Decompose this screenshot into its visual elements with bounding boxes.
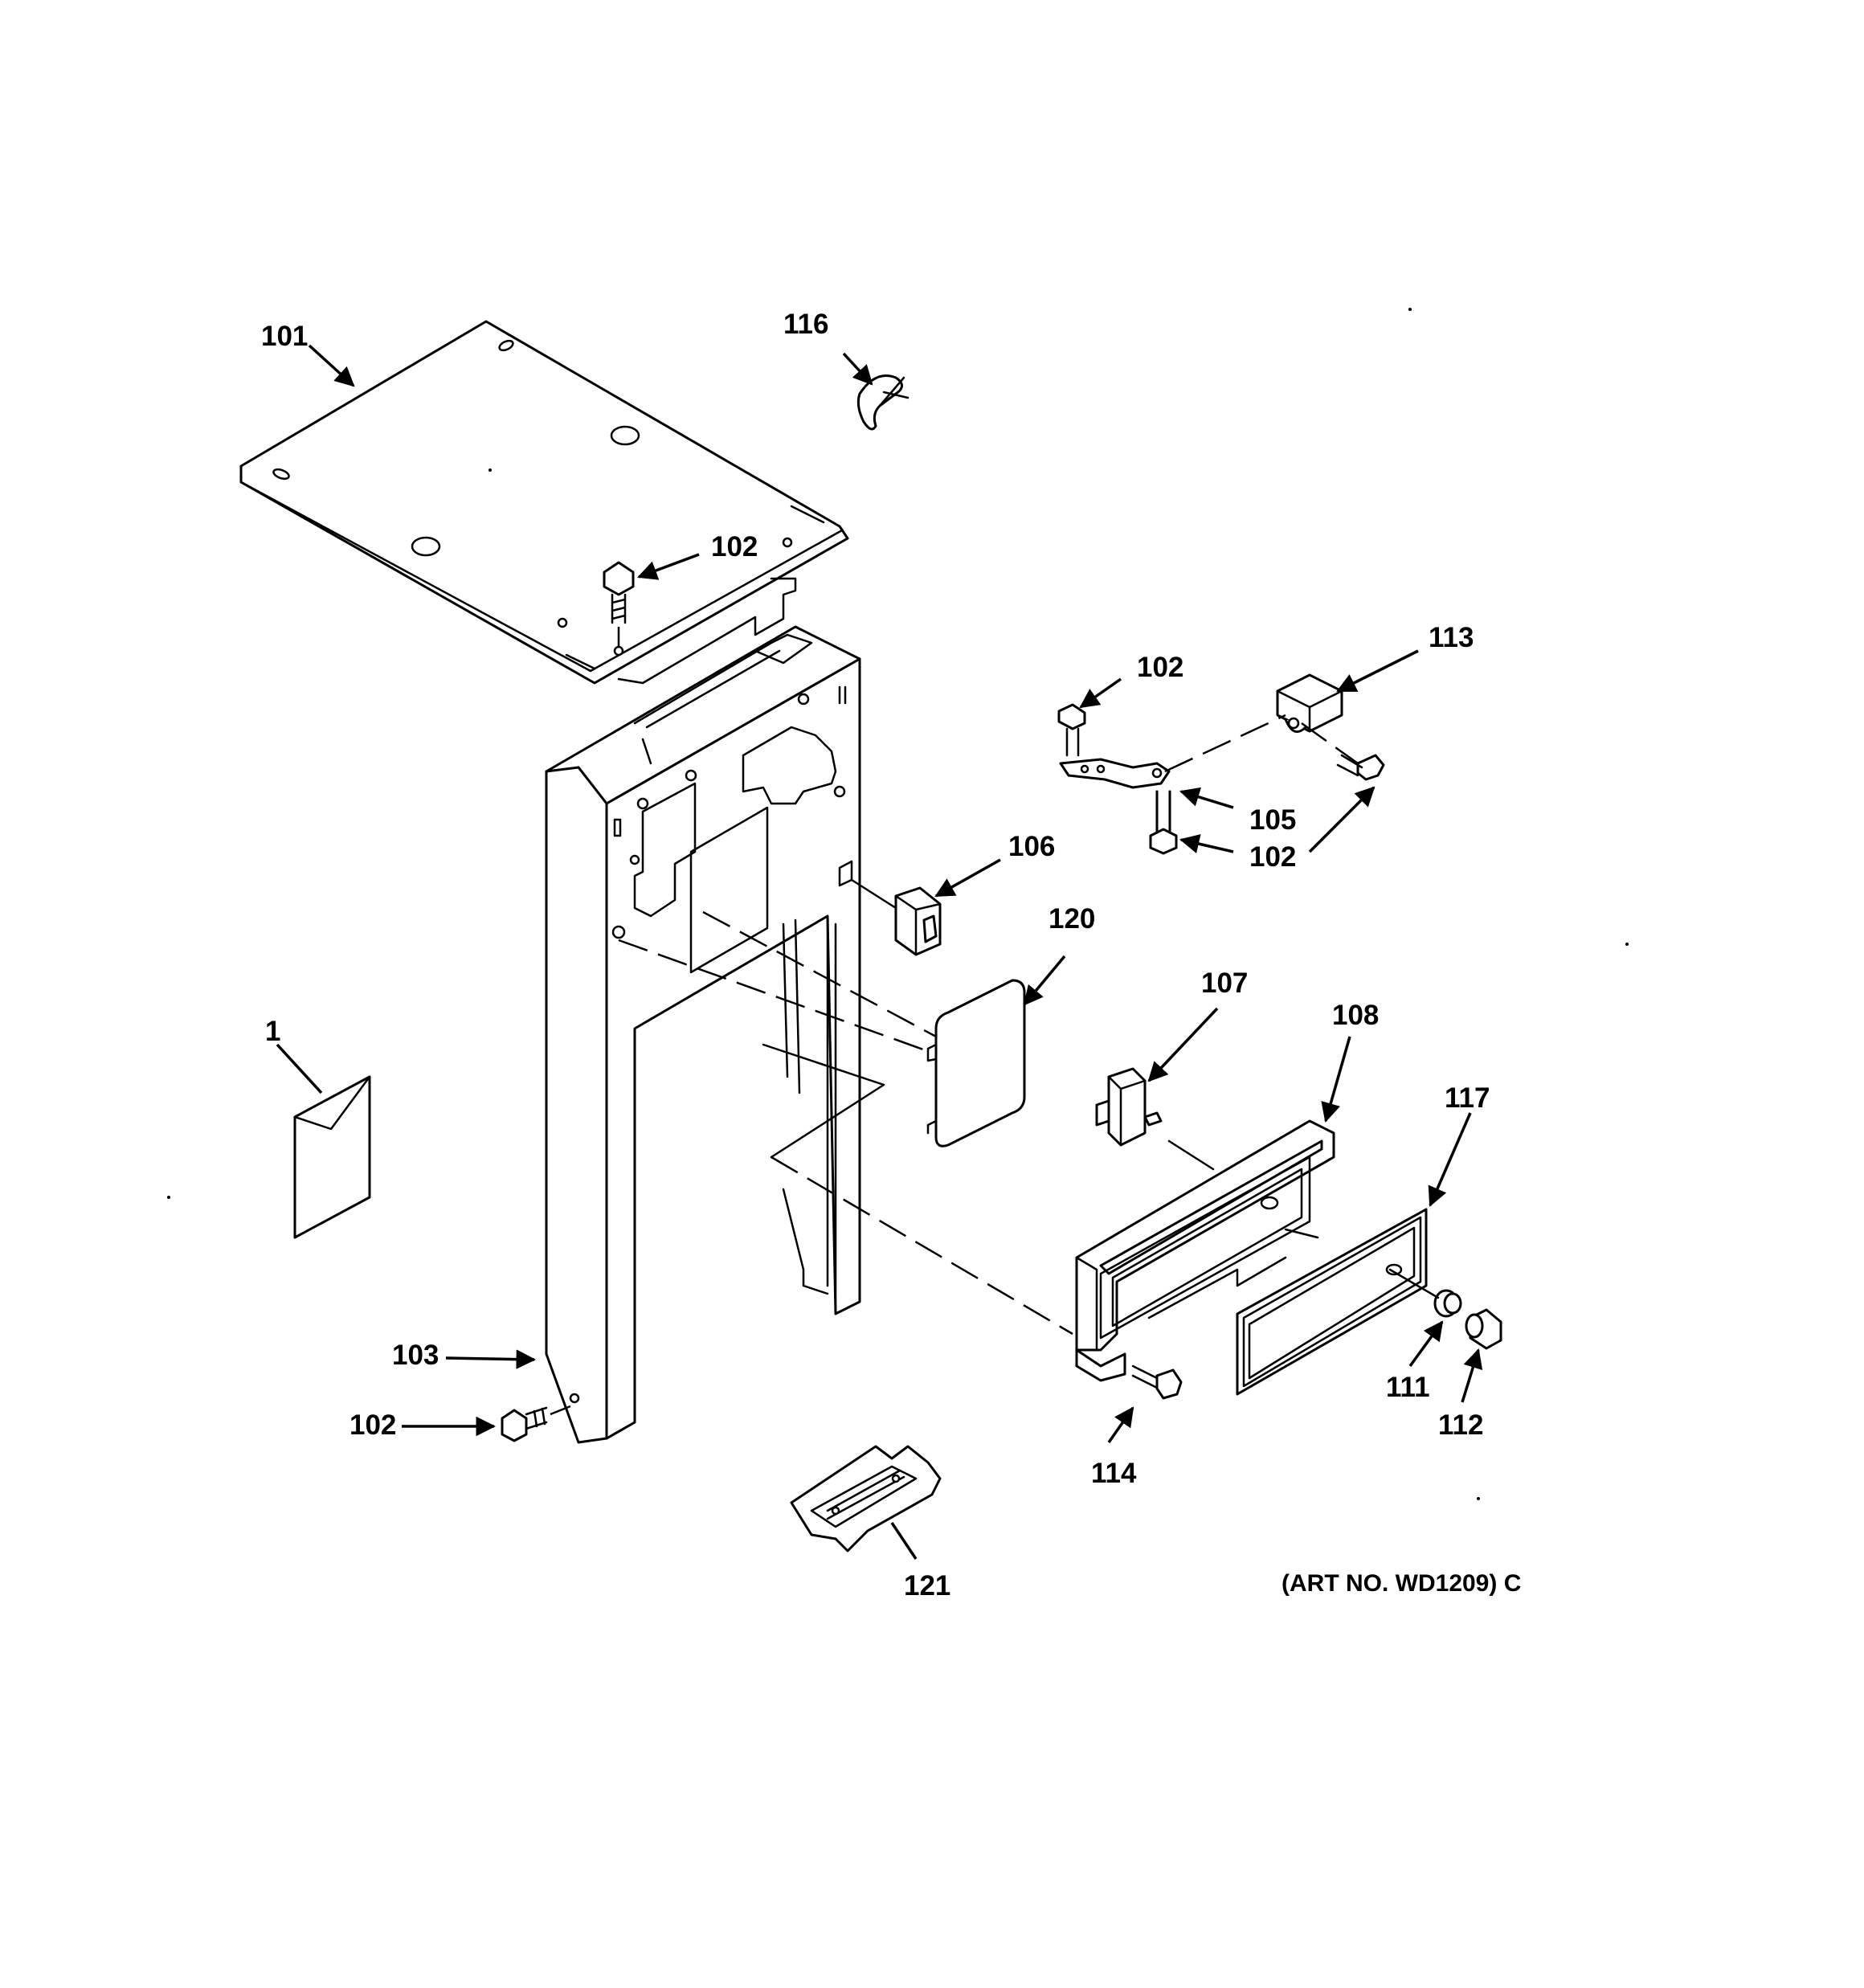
screw-114 [1131, 1364, 1183, 1400]
bracket-assembly-105-113 [1057, 673, 1385, 855]
label-121: 121 [904, 1570, 950, 1601]
bushing-111 [1433, 1289, 1462, 1318]
label-103: 103 [392, 1340, 439, 1371]
frame-108 [1075, 1119, 1335, 1382]
label-117: 117 [1445, 1082, 1490, 1114]
top-panel-101 [239, 320, 849, 685]
screw-102-bottom [501, 1405, 571, 1442]
label-108: 108 [1332, 1000, 1379, 1031]
envelope-1 [293, 1075, 371, 1239]
label-120: 120 [1048, 903, 1095, 935]
label-102-right: 102 [1249, 841, 1296, 873]
bag-121 [790, 1445, 942, 1552]
frame-103 [545, 625, 861, 1444]
label-1: 1 [265, 1016, 280, 1047]
label-105: 105 [1249, 804, 1296, 836]
label-102-top: 102 [711, 531, 758, 562]
label-102-bottom: 102 [350, 1409, 396, 1441]
label-102-bracket: 102 [1137, 652, 1183, 683]
assembly-lines [618, 910, 1440, 1336]
label-111: 111 [1386, 1372, 1430, 1403]
thermostat-107 [1095, 1067, 1163, 1147]
label-107: 107 [1201, 967, 1248, 999]
switch-106 [850, 878, 942, 956]
clip-116 [856, 374, 910, 431]
label-113: 113 [1429, 622, 1474, 653]
label-114: 114 [1091, 1458, 1137, 1489]
label-101: 101 [261, 321, 308, 352]
screw-102-top [603, 561, 635, 657]
cover-120 [926, 979, 1026, 1147]
scan-specks [167, 308, 1629, 1500]
label-116: 116 [783, 309, 828, 340]
knob-112 [1465, 1308, 1502, 1350]
callout-labels: 101 116 102 102 113 105 102 106 120 107 … [261, 309, 1521, 1601]
label-112: 112 [1438, 1409, 1483, 1441]
art-number: (ART NO. WD1209) C [1282, 1570, 1521, 1597]
label-106: 106 [1008, 831, 1055, 862]
leaders [276, 344, 1483, 1560]
gasket-117 [1236, 1208, 1428, 1396]
